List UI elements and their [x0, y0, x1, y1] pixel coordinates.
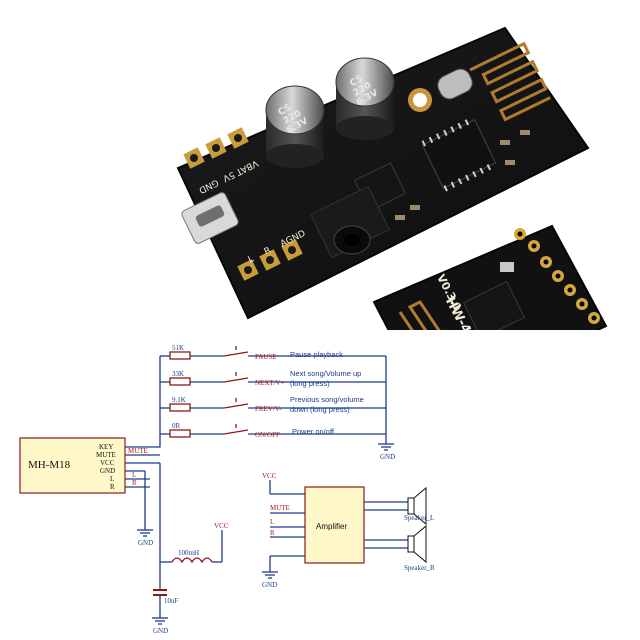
capacitor-label: 10uF — [164, 597, 179, 605]
pin-label-r: R — [263, 246, 273, 258]
resistor-51k-label: 51K — [172, 344, 184, 352]
small-antenna-trace — [398, 300, 441, 330]
button-desc-onoff: Power on/off — [292, 427, 335, 436]
speaker-left-icon — [407, 486, 427, 526]
amp-input-r: R — [270, 529, 275, 537]
net-label-vcc: VCC — [214, 522, 229, 530]
module-name: MH-M18 — [28, 459, 71, 471]
main-chip — [421, 119, 497, 189]
speaker-right-icon — [407, 524, 427, 564]
capacitor-2: CS 220 6.3V — [335, 57, 395, 140]
board-photo: GND 5V VBAT L R AGND CS 220 6.3V CS 220 … — [176, 26, 608, 330]
pin-label-l: L — [247, 254, 256, 265]
gnd-label-module: GND — [138, 539, 153, 547]
capacitor-1: CS 220 6.3V — [265, 85, 325, 168]
resistor-9k1-label: 9.1K — [172, 396, 186, 404]
button-desc-prev-1: Previous song/volume — [290, 395, 364, 404]
button-desc-next-1: Next song/Volume up — [290, 369, 361, 378]
antenna-trace — [469, 41, 551, 122]
button-label-next: NEXT/V+ — [255, 379, 285, 387]
button-desc-next-2: (long press) — [290, 379, 330, 388]
speaker-left-label: Speaker_L — [404, 514, 434, 522]
module-pin-key: KEY — [99, 443, 113, 451]
small-chip — [462, 280, 526, 330]
net-label-mute: MUTE — [128, 447, 148, 455]
button-label-prev: PREV/V- — [255, 405, 282, 413]
usb-connector — [181, 192, 239, 244]
net-label-r: R — [132, 479, 137, 487]
amp-input-vcc: VCC — [262, 472, 277, 480]
button-label-onoff: ON/OFF — [255, 431, 280, 439]
gnd-label-amplifier: GND — [262, 581, 277, 589]
audio-jack — [310, 185, 390, 259]
main-board: GND 5V VBAT L R AGND CS 220 6.3V CS 220 … — [176, 26, 590, 320]
module-pin-gnd: GND — [100, 467, 115, 475]
amp-input-mute: MUTE — [270, 504, 290, 512]
button-label-pause: PAUSE — [255, 353, 277, 361]
amplifier-block — [304, 486, 365, 564]
module-pin-r: R — [110, 483, 115, 491]
crystal — [437, 68, 473, 100]
gnd-label-capacitor: GND — [153, 627, 168, 635]
amplifier-label: Amplifier — [316, 522, 347, 531]
module-pin-l: L — [110, 475, 114, 483]
wiring-schematic: Amplifier Speaker_L Speaker_R MH-M18 KEY… — [19, 344, 435, 635]
inductor-label: 100mH — [178, 549, 199, 557]
module-pin-mute: MUTE — [96, 451, 116, 459]
speaker-right-label: Speaker_R — [404, 564, 435, 572]
module-block — [19, 437, 126, 494]
button-desc-pause: Pause playback — [290, 350, 343, 359]
small-board: V0.3.1 HW-425 — [372, 224, 608, 330]
resistor-0r-label: 0R — [172, 422, 181, 430]
amp-input-l: L — [270, 518, 274, 526]
resistor-33k-label: 33K — [172, 370, 184, 378]
gnd-label-buttons: GND — [380, 453, 395, 461]
module-pin-vcc: VCC — [100, 459, 115, 467]
net-label-l: L — [132, 471, 136, 479]
button-desc-prev-2: down (long press) — [290, 405, 350, 414]
pin-pads-power — [183, 127, 249, 169]
pin-pads-audio — [237, 239, 303, 281]
